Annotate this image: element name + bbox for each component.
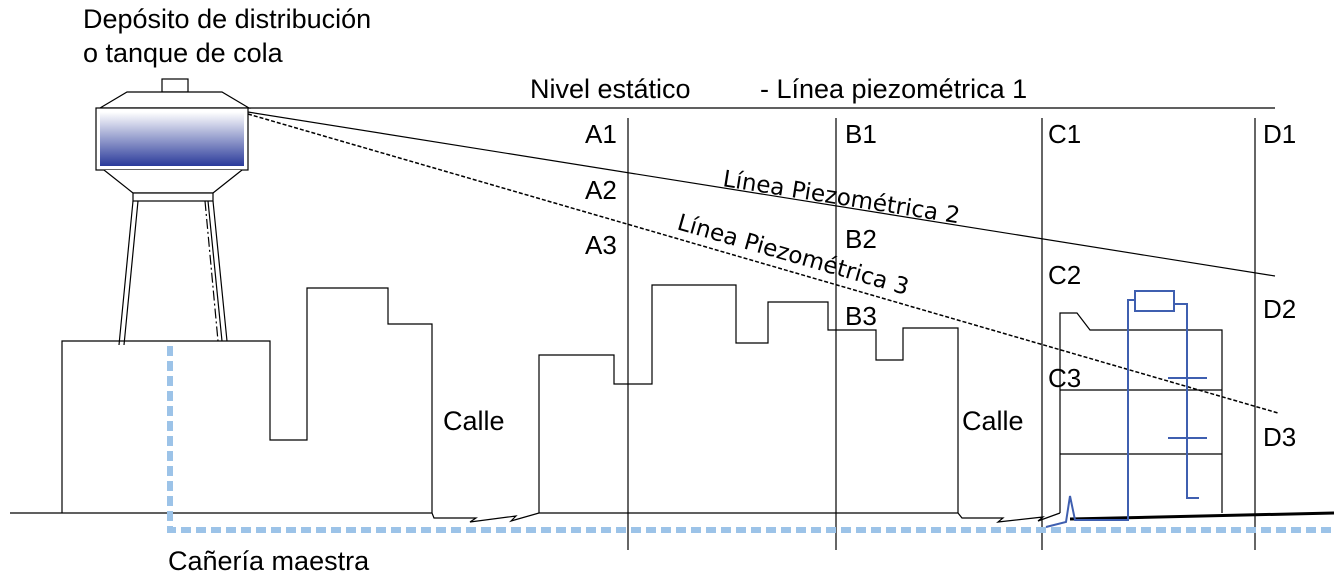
tower-legs	[118, 200, 228, 346]
point-c3: C3	[1048, 363, 1081, 393]
roof-tank	[1134, 290, 1175, 312]
building-plumbing	[1045, 290, 1207, 528]
building-group-2	[538, 284, 959, 513]
buildings	[61, 284, 1223, 513]
tank-water	[100, 112, 244, 166]
main-pipe-label: Cañería maestra	[168, 546, 370, 576]
point-a3: A3	[585, 230, 617, 260]
piezometric-line-3	[247, 113, 1279, 414]
down-pipe	[204, 200, 219, 342]
point-d2: D2	[1263, 294, 1296, 324]
ground	[10, 511, 1335, 523]
supply-pipe	[1045, 299, 1135, 528]
building-group-1	[61, 287, 433, 513]
tower-ring	[132, 192, 214, 202]
main-pipe	[167, 346, 1334, 533]
title-line-2: o tanque de cola	[83, 38, 284, 68]
point-c1: C1	[1048, 119, 1081, 149]
building-right	[1059, 312, 1223, 513]
static-level-label: Nivel estático	[530, 74, 691, 104]
tank-vent	[161, 78, 189, 93]
line1-label: - Línea piezométrica 1	[760, 74, 1027, 104]
point-c2: C2	[1048, 260, 1081, 290]
point-a2: A2	[585, 175, 617, 205]
point-a1: A1	[585, 119, 617, 149]
tank-base	[103, 169, 243, 194]
street-label-1: Calle	[443, 406, 505, 436]
tank-roof	[97, 91, 252, 109]
piezometric-line-2	[247, 111, 1276, 277]
point-b3: B3	[845, 301, 877, 331]
point-d1: D1	[1263, 119, 1296, 149]
point-d3: D3	[1263, 422, 1296, 452]
point-b2: B2	[845, 224, 877, 254]
ground-thick	[1069, 511, 1335, 521]
water-tower	[95, 78, 252, 346]
street-label-2: Calle	[962, 406, 1024, 436]
ground-line	[10, 512, 1061, 523]
line2-label: Línea Piezométrica 2	[721, 166, 962, 229]
point-b1: B1	[845, 119, 877, 149]
title-line-1: Depósito de distribución	[83, 4, 371, 34]
distribution-pipe	[1174, 303, 1199, 499]
